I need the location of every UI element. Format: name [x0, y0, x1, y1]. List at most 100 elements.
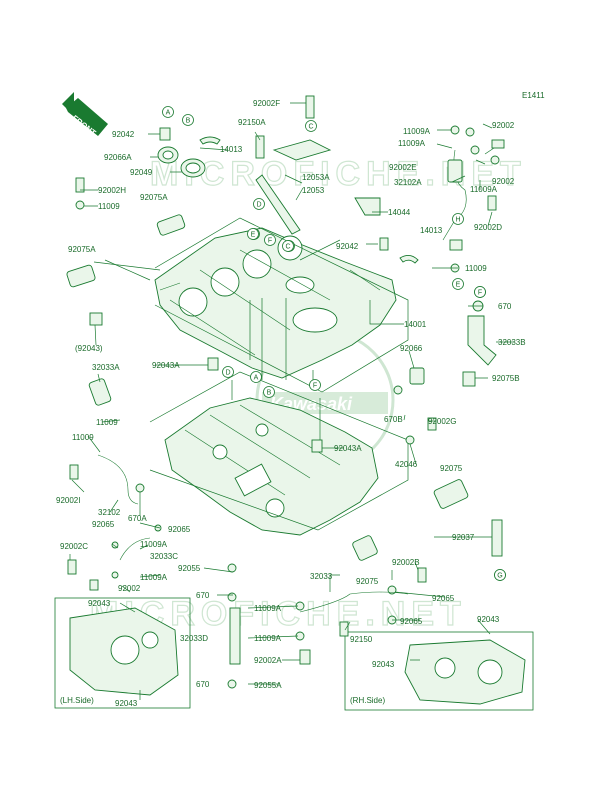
part-label: 92075: [440, 464, 463, 473]
part-label: 32102: [98, 508, 121, 517]
part-label: 92150A: [238, 118, 266, 127]
lh-side-inset: (LH.Side): [54, 597, 191, 709]
part-label: 14001: [404, 320, 427, 329]
part-label: 92043: [88, 599, 111, 608]
part-label: 32033A: [92, 363, 120, 372]
reference-circle: G: [494, 569, 506, 581]
part-label: 32033B: [498, 338, 526, 347]
reference-circle-letter: E: [456, 282, 461, 289]
part-label: 92042: [336, 242, 359, 251]
part-label: 11009A: [470, 185, 498, 194]
part-label: 92075B: [492, 374, 520, 383]
part-label: 92002G: [428, 417, 456, 426]
part-label: 32033: [310, 572, 333, 581]
part-label: 92037: [452, 533, 475, 542]
reference-circle: H: [452, 213, 464, 225]
part-label: 92002C: [60, 542, 88, 551]
part-label: 92002A: [254, 656, 282, 665]
part-label: 32033C: [150, 552, 178, 561]
reference-circle-letter: A: [254, 375, 259, 382]
part-label: 11009A: [398, 139, 426, 148]
reference-circle: E: [452, 278, 464, 290]
part-label: 92002B: [392, 558, 420, 567]
small-parts: [66, 95, 505, 689]
part-label: 12053A: [302, 173, 330, 182]
reference-circle: F: [474, 286, 486, 298]
rh-side-inset: (RH.Side): [344, 631, 534, 711]
part-label: 14044: [388, 208, 411, 217]
reference-circle-letter: B: [267, 390, 272, 397]
reference-circle: F: [309, 379, 321, 391]
reference-circle-letter: D: [225, 370, 230, 377]
reference-circle-letter: F: [268, 238, 272, 245]
reference-circle: B: [263, 386, 275, 398]
part-label: 11009A: [140, 573, 168, 582]
reference-circle-letter: F: [313, 383, 317, 390]
part-label: 92043: [372, 660, 395, 669]
part-label: 92043: [477, 615, 500, 624]
part-labels: 920421401392066A9204992002H1100992075A92…: [56, 99, 526, 708]
part-label: 92066: [400, 344, 423, 353]
part-label: 92065: [92, 520, 115, 529]
upper-crankcase: [154, 227, 397, 379]
part-label: 92075A: [68, 245, 96, 254]
part-label: 11009A: [254, 634, 282, 643]
reference-circle: C: [305, 120, 317, 132]
reference-circle-letter: A: [166, 110, 171, 117]
part-label: 11009A: [254, 604, 282, 613]
part-label: 14013: [420, 226, 443, 235]
part-label: 92075: [356, 577, 379, 586]
part-label: 92043A: [334, 444, 362, 453]
part-label: 92002F: [253, 99, 280, 108]
reference-circle: F: [264, 234, 276, 246]
part-label: 92055: [178, 564, 201, 573]
part-label: 670: [196, 680, 210, 689]
rh-side-label: (RH.Side): [350, 696, 385, 705]
part-label: 92075A: [140, 193, 168, 202]
reference-circle-letter: E: [251, 232, 256, 239]
part-label: 92065: [400, 617, 423, 626]
reference-circle-letter: F: [478, 290, 482, 297]
part-label: 11009: [98, 202, 120, 211]
part-label: 11009: [465, 264, 487, 273]
part-label: 92042: [112, 130, 135, 139]
part-label: 670B: [384, 415, 403, 424]
lower-crankcase: [164, 397, 379, 536]
lh-side-label: (LH.Side): [60, 696, 94, 705]
part-label: 92043: [115, 699, 138, 708]
reference-circle-letter: G: [497, 573, 502, 580]
part-label: 14013: [220, 145, 243, 154]
reference-circle-letter: H: [455, 217, 460, 224]
part-label: 92150: [350, 635, 373, 644]
reference-circle: D: [253, 198, 265, 210]
reference-circle-letter: C: [285, 244, 290, 251]
part-label: 92065: [432, 594, 455, 603]
part-label: 11009A: [140, 540, 168, 549]
part-label: 11009A: [403, 127, 431, 136]
reference-circle: D: [222, 366, 234, 378]
part-label: 32033D: [180, 634, 208, 643]
front-arrow: FRONT: [62, 92, 108, 138]
part-label: 12053: [302, 186, 325, 195]
part-label: 32102A: [394, 178, 422, 187]
reference-circle-letter: B: [186, 118, 191, 125]
reference-circle: C: [282, 240, 294, 252]
reference-circles: ABCDEFGHEGCDABFHEFG: [162, 106, 506, 581]
part-label: 92002E: [389, 163, 417, 172]
part-label: 670A: [128, 514, 147, 523]
part-label: 92002H: [98, 186, 126, 195]
part-label: (92043): [75, 344, 103, 353]
reference-circle: E: [247, 228, 259, 240]
reference-circle-letter: D: [256, 202, 261, 209]
part-label: 11009: [72, 433, 94, 442]
part-label: 11009: [96, 418, 118, 427]
part-label: 92049: [130, 168, 153, 177]
part-label: 92065: [168, 525, 191, 534]
part-label: 92043A: [152, 361, 180, 370]
part-label: 92002: [492, 177, 515, 186]
reference-circle-letter: C: [308, 124, 313, 131]
part-label: 42046: [395, 460, 418, 469]
part-label: 92002: [118, 584, 141, 593]
part-label: 92002: [492, 121, 515, 130]
